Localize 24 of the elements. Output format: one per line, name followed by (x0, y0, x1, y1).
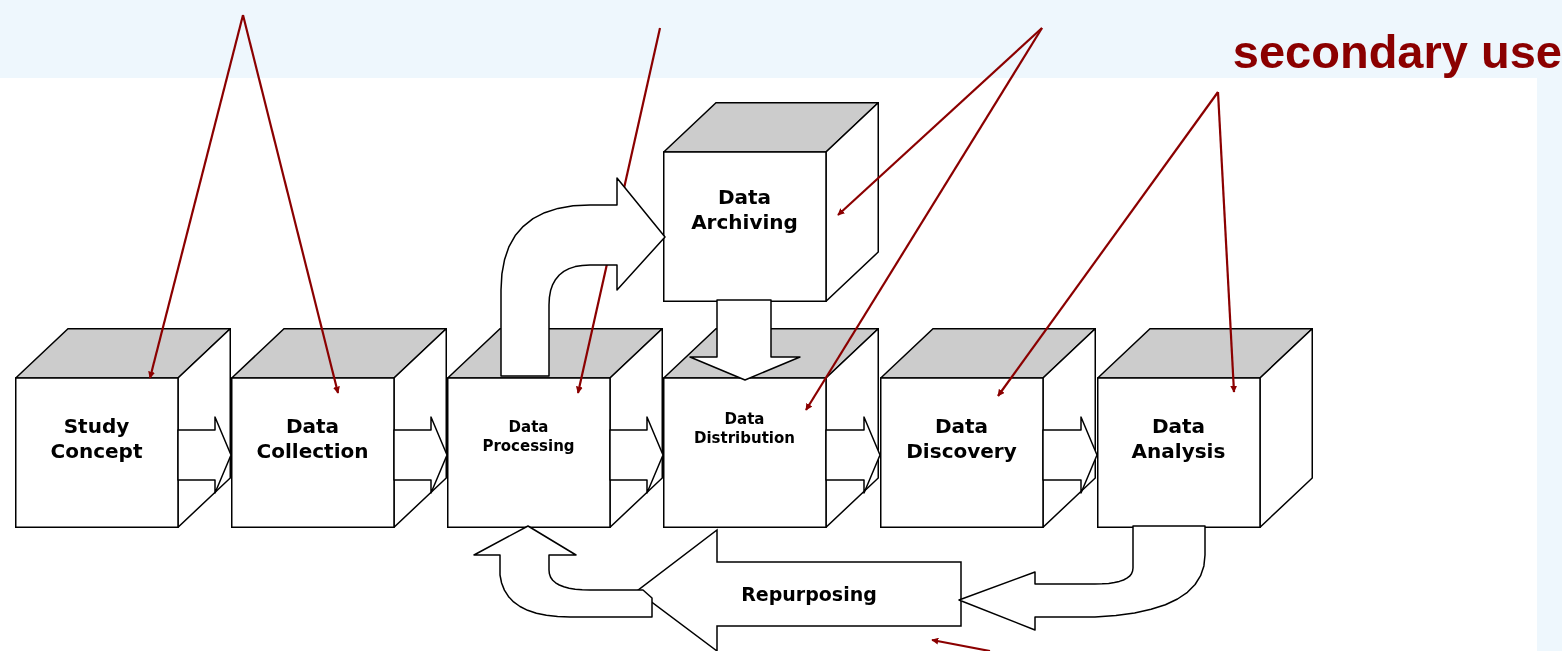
step-label: Data Processing (481, 418, 576, 456)
step-label: Data Distribution (693, 410, 796, 448)
block-arrow (689, 299, 801, 381)
block-arrow (958, 525, 1206, 631)
block-arrow (825, 416, 881, 494)
leader-arrow (241, 14, 340, 394)
step-label: Data Analysis (1130, 414, 1227, 464)
callout-text: secondary use (1232, 24, 1562, 80)
step-label: Data Archiving (690, 185, 799, 235)
leader-arrow (931, 637, 991, 651)
block-arrow (393, 416, 448, 494)
leader-arrow (997, 91, 1219, 397)
leader-arrow (148, 14, 245, 379)
block-arrow-shape (636, 528, 962, 651)
step-label: Data Discovery (905, 414, 1018, 464)
step-label: Data Collection (255, 414, 370, 464)
step-label: Study Concept (49, 414, 144, 464)
leader-arrow (805, 27, 1043, 411)
leader-arrow (1216, 91, 1238, 393)
step-label: Repurposing (741, 581, 877, 607)
block-arrow (609, 416, 664, 494)
block-arrow (177, 416, 232, 494)
leader-arrow (837, 27, 1043, 216)
block-arrow (1042, 416, 1098, 494)
